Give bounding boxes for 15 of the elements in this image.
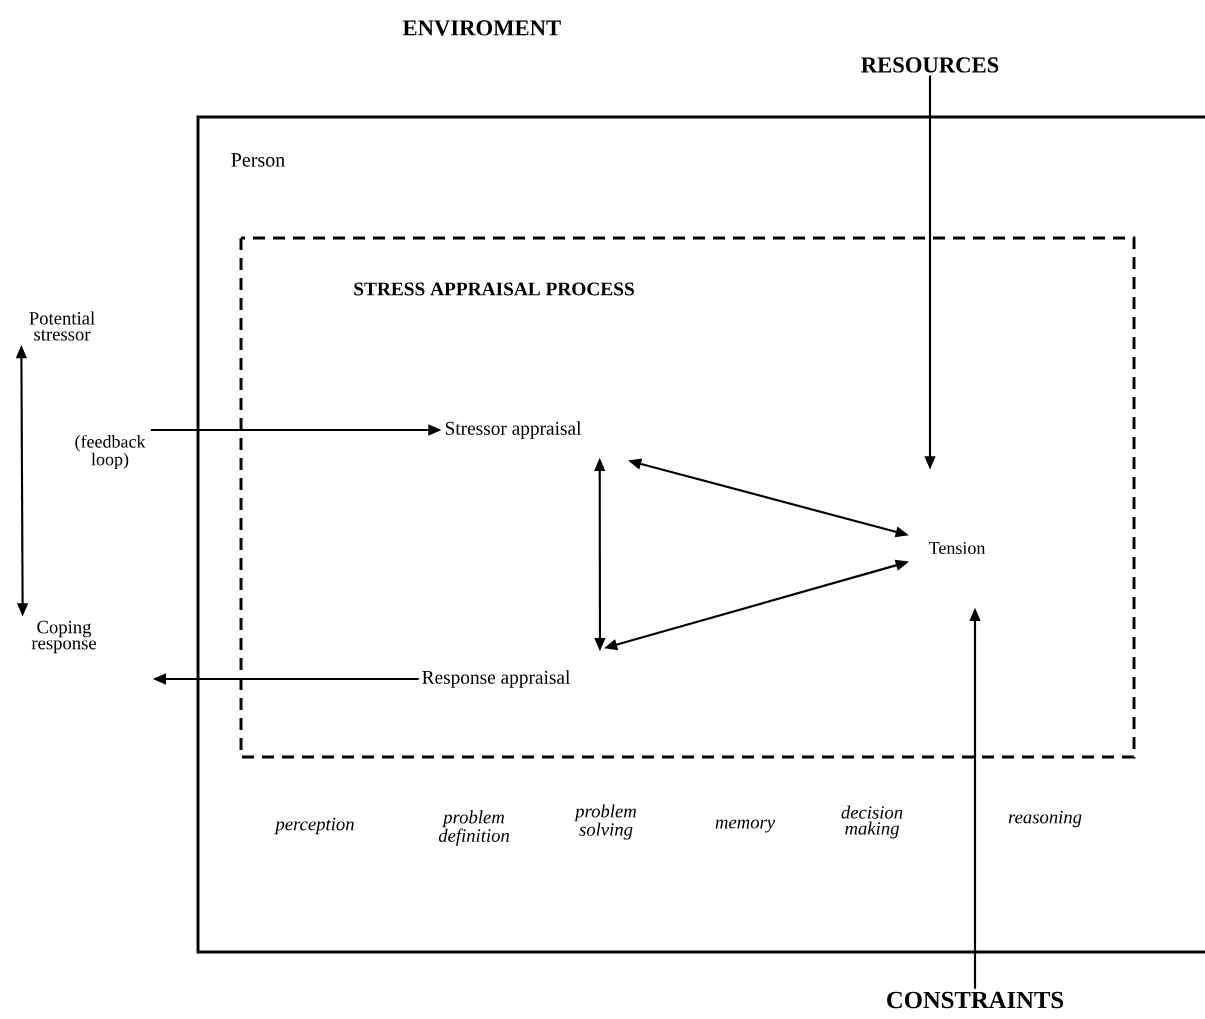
text-label: memory <box>715 819 776 833</box>
text-label: problem definition <box>438 810 509 846</box>
text-label: decision making <box>841 805 903 839</box>
text-label: Response appraisal <box>422 670 570 688</box>
text-label: CONSTRAINTS <box>887 991 1064 1009</box>
text-label: perception <box>274 817 354 835</box>
text-label: (feedback loop) <box>75 434 146 470</box>
heading: ENVIROMENT <box>402 20 561 36</box>
text-label: Tension <box>929 541 986 555</box>
text-label: Stressor appraisal <box>445 421 582 439</box>
text-label: RESOURCES <box>861 57 999 73</box>
text-label: Potential stressor <box>29 311 95 341</box>
text-label: reasoning <box>1008 810 1082 828</box>
text-label: Coping response <box>31 620 96 654</box>
text-label: problem solving <box>574 804 636 840</box>
